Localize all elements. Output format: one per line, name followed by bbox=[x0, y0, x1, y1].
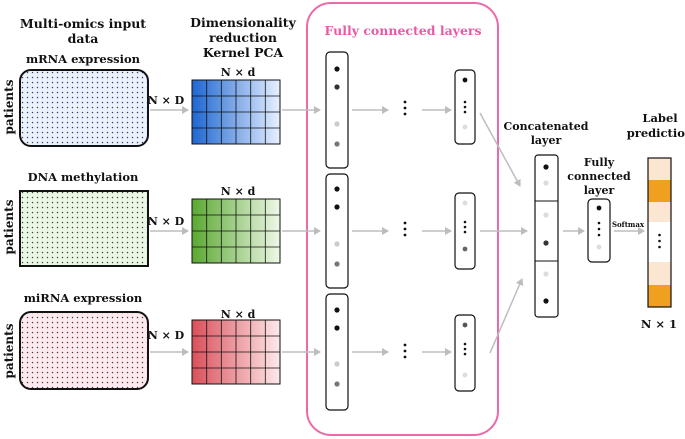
concat-title-line1: Concatenated bbox=[504, 120, 589, 133]
fc-ellipsis-mrna bbox=[403, 100, 407, 116]
dimred-title-line3: Kernel PCA bbox=[203, 45, 284, 60]
concat-layer bbox=[534, 154, 559, 318]
label-title-line2: prediction bbox=[627, 126, 685, 140]
input-title-line2: data bbox=[68, 31, 99, 46]
fc-layerN-mrna bbox=[454, 69, 476, 145]
fc-layer1-mirna bbox=[325, 293, 349, 411]
fc-final-layer bbox=[587, 198, 611, 263]
dim-label-mrna: N × D bbox=[148, 94, 185, 107]
softmax-label: Softmax bbox=[612, 220, 645, 229]
patients-label-mirna: patients bbox=[2, 323, 16, 378]
arrow-mrna-to-concat bbox=[479, 112, 521, 187]
kpca-matrix-dna bbox=[191, 198, 281, 264]
omics-name-mirna: miRNA expression bbox=[24, 291, 143, 305]
output-dim-label: N × 1 bbox=[641, 317, 677, 331]
kpca-matrix-mrna bbox=[191, 79, 281, 145]
reduced-dim-label-mirna: N × d bbox=[221, 308, 256, 321]
dimred-title-line2: reduction bbox=[209, 30, 277, 45]
fc-group-box bbox=[306, 2, 499, 436]
fc-group-title: Fully connected layers bbox=[324, 23, 481, 38]
omics-name-dna: DNA methylation bbox=[28, 170, 139, 184]
reduced-dim-label-dna: N × d bbox=[221, 185, 256, 198]
input-matrix-mirna bbox=[19, 311, 149, 390]
kpca-matrix-mirna bbox=[191, 319, 281, 385]
arrow-mirna-to-concat bbox=[489, 278, 524, 354]
fc2-title-line1: Fully bbox=[584, 156, 615, 169]
fc2-title-line2: connected bbox=[567, 170, 631, 183]
label-title-line1: Label bbox=[642, 111, 678, 125]
fc2-title-line3: layer bbox=[584, 184, 615, 197]
dim-label-mirna: N × D bbox=[148, 329, 185, 342]
input-title-line1: Multi-omics input bbox=[20, 16, 146, 31]
dim-label-dna: N × D bbox=[148, 215, 185, 228]
fc-layer1-mrna bbox=[325, 51, 349, 169]
label-prediction-column bbox=[647, 157, 672, 308]
fc-ellipsis-mirna bbox=[403, 343, 407, 359]
input-matrix-dna bbox=[19, 190, 149, 267]
fc-layerN-mirna bbox=[454, 314, 476, 392]
fc-layerN-dna bbox=[454, 192, 476, 270]
concat-title-line2: layer bbox=[531, 134, 562, 147]
reduced-dim-label-mrna: N × d bbox=[221, 66, 256, 79]
patients-label-dna: patients bbox=[2, 199, 16, 254]
omics-name-mrna: mRNA expression bbox=[26, 52, 141, 66]
fc-layer1-dna bbox=[325, 173, 349, 289]
dimred-title-line1: Dimensionality bbox=[190, 15, 296, 30]
input-matrix-mrna bbox=[19, 69, 149, 147]
patients-label-mrna: patients bbox=[2, 79, 16, 134]
fc-ellipsis-dna bbox=[403, 221, 407, 237]
